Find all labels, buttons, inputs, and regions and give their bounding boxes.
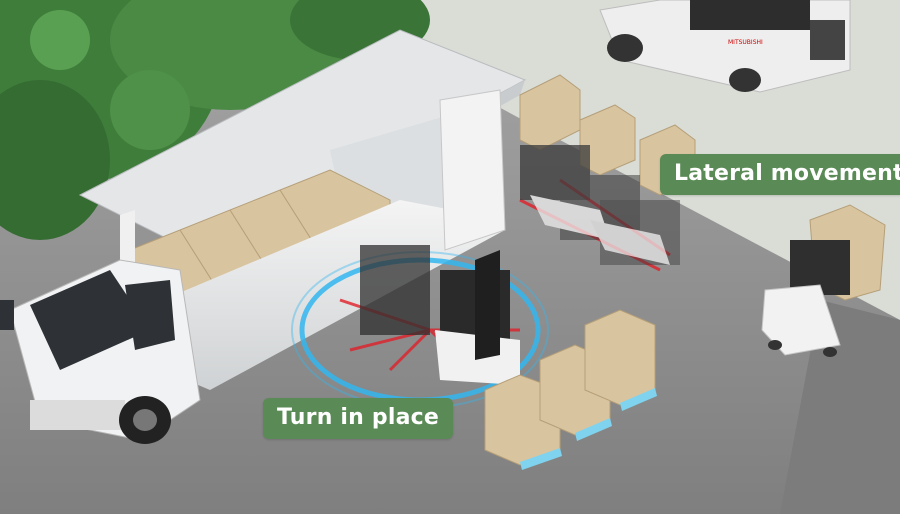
forklift-right (761, 204, 886, 357)
agv-vehicle-top: MITSUBISHI (599, 0, 851, 93)
trees (0, 0, 430, 240)
pallet-boxes-front (484, 309, 657, 470)
ground-shadow (780, 300, 900, 514)
forklift-lateral (520, 145, 680, 265)
forklift-turning (360, 245, 520, 385)
label-lateral-movement: Lateral movement (660, 154, 900, 195)
truck-cab (0, 259, 201, 444)
vehicle-logo: MITSUBISHI (728, 39, 763, 46)
label-turn-in-place: Turn in place (263, 398, 453, 439)
